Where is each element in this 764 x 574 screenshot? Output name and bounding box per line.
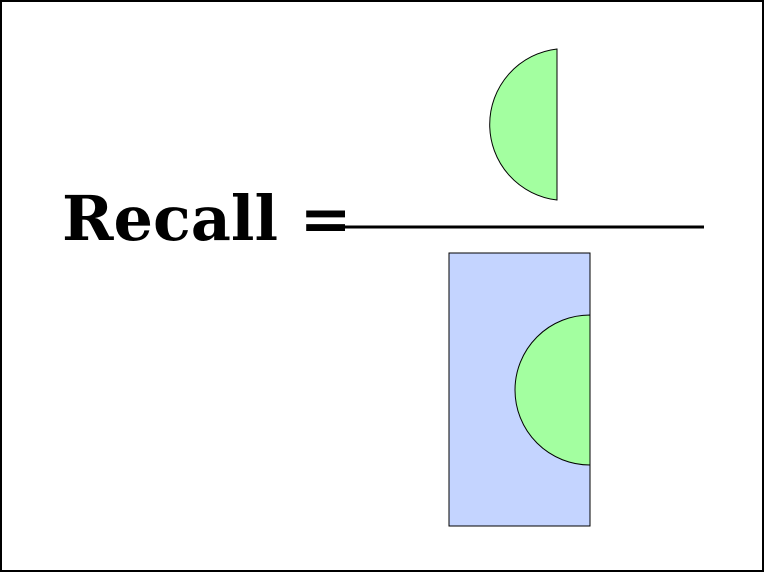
- denominator-half-circle: [514, 314, 591, 466]
- recall-label: Recall =: [62, 182, 352, 255]
- numerator-half-circle: [489, 48, 558, 201]
